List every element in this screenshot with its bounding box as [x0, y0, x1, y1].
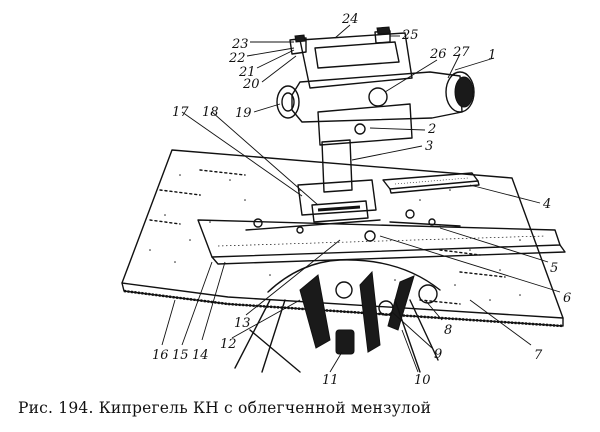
- plane-table-board: [121, 149, 564, 328]
- callout-20: 20: [242, 77, 260, 92]
- callout-21: 21: [238, 65, 256, 80]
- alidade-ruler: [197, 209, 566, 265]
- callout-15: 15: [172, 348, 189, 363]
- kipregel-column: [297, 139, 377, 223]
- callout-18: 18: [202, 105, 219, 120]
- callout-6: 6: [563, 291, 571, 306]
- callout-24: 24: [341, 12, 359, 27]
- callout-11: 11: [322, 373, 339, 388]
- callout-13: 13: [234, 316, 251, 331]
- callout-labels: 1 2 3 4 5 6 7 8 9 10 11 12 13 14 15 16 1…: [152, 12, 571, 388]
- callout-10: 10: [414, 373, 431, 388]
- tripod-head: [234, 259, 441, 373]
- telescope: [276, 26, 475, 146]
- callout-26: 26: [429, 47, 447, 62]
- callout-23: 23: [231, 37, 249, 52]
- figure-caption: Рис. 194. Кипрегель КН с облегченной мен…: [18, 399, 432, 417]
- callout-7: 7: [534, 348, 543, 363]
- callout-19: 19: [235, 106, 252, 121]
- callout-25: 25: [401, 28, 419, 43]
- callout-4: 4: [542, 197, 551, 212]
- callout-16: 16: [152, 348, 169, 363]
- callout-8: 8: [444, 323, 452, 338]
- callout-9: 9: [434, 347, 442, 362]
- callout-5: 5: [550, 261, 558, 276]
- callout-3: 3: [425, 139, 433, 154]
- callout-1: 1: [488, 48, 496, 63]
- callout-2: 2: [427, 122, 436, 137]
- callout-22: 22: [228, 51, 246, 66]
- callout-12: 12: [220, 337, 237, 352]
- callout-14: 14: [192, 348, 209, 363]
- leader-lines: [161, 24, 561, 373]
- callout-27: 27: [452, 45, 470, 60]
- scale-bar: [382, 172, 480, 194]
- callout-17: 17: [172, 105, 189, 120]
